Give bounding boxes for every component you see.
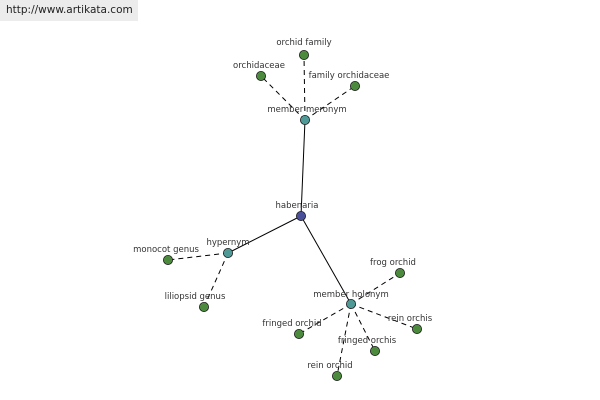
node-frog-orchid[interactable]: [394, 267, 405, 278]
url-banner: http://www.artikata.com: [0, 0, 138, 21]
edge-root-to-hyp: [227, 215, 302, 254]
node-fringed-orchis[interactable]: [369, 345, 380, 356]
edge-hyp-to-liliopsid-genus: [203, 252, 229, 308]
edge-layer: [167, 54, 418, 377]
node-orchidaceae[interactable]: [255, 71, 266, 82]
node-hyp[interactable]: [222, 247, 233, 258]
node-liliopsid-genus[interactable]: [198, 301, 209, 312]
node-label-liliopsid-genus[interactable]: liliopsid genus: [165, 292, 226, 302]
edge-hyp-to-monocot-genus: [167, 252, 229, 261]
node-mm[interactable]: [299, 115, 310, 126]
node-label-root[interactable]: habenaria: [276, 201, 319, 211]
edge-mm-to-orchid-family: [303, 54, 306, 121]
node-root[interactable]: [295, 210, 306, 221]
node-rein-orchis[interactable]: [411, 323, 422, 334]
edge-mm-to-orchidaceae: [260, 75, 306, 121]
edge-mm-to-family-orchidaceae: [304, 85, 356, 121]
node-label-mh[interactable]: member holonym: [313, 290, 388, 300]
node-fringed-orchid[interactable]: [293, 328, 304, 339]
node-label-orchidaceae[interactable]: orchidaceae: [233, 61, 285, 71]
node-family-orchidaceae[interactable]: [349, 81, 360, 92]
node-label-hyp[interactable]: hypernym: [206, 238, 249, 248]
edge-mh-to-rein-orchis: [350, 303, 418, 330]
node-label-fringed-orchis[interactable]: fringed orchis: [338, 336, 397, 346]
site-url-link[interactable]: http://www.artikata.com: [6, 4, 133, 16]
node-monocot-genus[interactable]: [162, 254, 173, 265]
node-label-orchid-family[interactable]: orchid family: [276, 38, 331, 48]
node-mh[interactable]: [345, 298, 356, 309]
edge-mh-to-rein-orchid: [336, 303, 352, 377]
node-rein-orchid[interactable]: [331, 370, 342, 381]
node-label-monocot-genus[interactable]: monocot genus: [133, 245, 199, 255]
label-layer: habenaria member meronym hypernym member ho…: [133, 38, 433, 371]
edge-root-to-mm: [300, 119, 306, 217]
node-label-mm[interactable]: member meronym: [267, 105, 346, 115]
node-label-rein-orchid[interactable]: rein orchid: [307, 361, 352, 371]
node-orchid-family[interactable]: [298, 50, 309, 61]
node-layer: [162, 50, 422, 381]
node-label-family-orchidaceae[interactable]: family orchidaceae: [309, 71, 390, 81]
edge-mh-to-frog-orchid: [350, 272, 401, 305]
node-label-fringed-orchid[interactable]: fringed orchid: [262, 319, 321, 329]
edge-root-to-mh: [300, 215, 352, 305]
node-label-frog-orchid[interactable]: frog orchid: [370, 258, 416, 268]
node-label-rein-orchis[interactable]: rein orchis: [388, 314, 433, 324]
edge-mh-to-fringed-orchid: [298, 303, 352, 335]
